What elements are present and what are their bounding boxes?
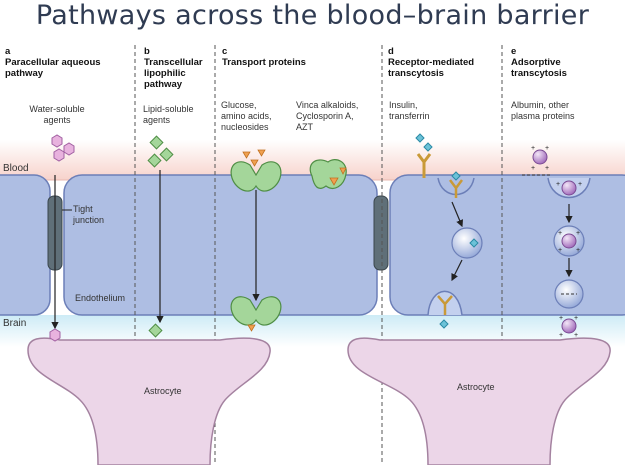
page-title: Pathways across the blood–brain barrier xyxy=(35,0,590,31)
svg-text:+: + xyxy=(531,145,535,152)
insulin-transferrin-molecules xyxy=(415,133,433,152)
svg-text:+: + xyxy=(556,181,560,188)
receptor-bottom xyxy=(437,295,453,315)
cationic-protein-brain: + + + + xyxy=(559,315,578,339)
astrocyte-right-label: Astrocyte xyxy=(457,382,495,392)
panel-b-title-2: lipophilic xyxy=(144,68,186,79)
blood-label: Blood xyxy=(3,163,29,174)
astrocyte-left xyxy=(27,337,271,465)
ligand-released xyxy=(439,319,449,329)
panel-d-agent-1: Insulin, xyxy=(389,100,418,110)
panel-d-letter: d xyxy=(388,46,394,57)
efflux-transporter xyxy=(309,159,347,189)
panel-a-title-2: pathway xyxy=(5,68,44,79)
lipid-soluble-molecule-brain xyxy=(148,323,163,338)
panel-d-title-2: transcytosis xyxy=(388,68,444,79)
astrocyte-left-label: Astrocyte xyxy=(144,386,182,396)
panel-d-agent-2: transferrin xyxy=(389,111,430,121)
panel-c-header: c Transport proteins xyxy=(222,46,306,68)
cationic-protein-blood: + + + + xyxy=(522,145,552,176)
astrocyte-right xyxy=(347,337,611,465)
svg-text:+: + xyxy=(574,315,578,322)
endothelial-cell-left xyxy=(0,174,51,316)
panel-c-letter: c xyxy=(222,46,228,57)
rmt-vesicle xyxy=(451,227,483,259)
panel-e-letter: e xyxy=(511,46,517,57)
water-soluble-molecule-brain xyxy=(49,328,61,342)
tight-junction-label-1: Tight xyxy=(73,204,93,214)
panel-a-agents: Water-soluble agents xyxy=(25,104,89,126)
receptor-pit xyxy=(449,179,463,198)
svg-text:+: + xyxy=(545,145,549,152)
svg-text:+: + xyxy=(558,230,562,237)
panel-c-agent2-1: Vinca alkaloids, xyxy=(296,100,359,110)
panel-b-agent-2: agents xyxy=(143,115,171,125)
tight-junction-right xyxy=(373,195,389,271)
lipid-soluble-molecules xyxy=(147,135,174,168)
panel-b-agents: Lipid-soluble agents xyxy=(143,104,194,126)
panel-a-title-1: Paracellular aqueous xyxy=(5,57,101,68)
panel-e-agent-1: Albumin, other xyxy=(511,100,570,110)
adsorptive-ball-pit: + + xyxy=(556,180,582,196)
panel-c-agent-3: nucleosides xyxy=(221,122,269,132)
tight-junction-label-2: junction xyxy=(73,215,105,225)
panel-e-title-2: transcytosis xyxy=(511,68,567,79)
transporter-bottom xyxy=(230,296,282,332)
endothelium-label: Endothelium xyxy=(75,293,126,303)
panel-c-agent2-3: AZT xyxy=(296,122,313,132)
rmt-arrow-2 xyxy=(451,259,463,282)
panel-a-letter: a xyxy=(5,46,11,57)
water-soluble-molecules xyxy=(51,134,75,162)
endothelial-cell-right xyxy=(389,174,625,316)
panel-e-agents: Albumin, other plasma proteins xyxy=(511,100,575,122)
svg-text:+: + xyxy=(576,247,580,254)
panel-b-title-1: Transcellular xyxy=(144,57,203,68)
panel-c-agents-2: Vinca alkaloids, Cyclosporin A, AZT xyxy=(296,100,358,133)
panel-d-agents: Insulin, transferrin xyxy=(389,100,430,122)
svg-text:+: + xyxy=(531,165,535,172)
panel-b-header: b Transcellular lipophilic pathway xyxy=(144,46,203,90)
brain-label: Brain xyxy=(3,318,27,329)
ligand-pit xyxy=(451,171,461,181)
ligand-vesicle xyxy=(469,238,479,248)
svg-text:+: + xyxy=(576,230,580,237)
rmt-arrow-1 xyxy=(451,201,464,228)
svg-text:+: + xyxy=(559,332,563,339)
panel-c-agent2-2: Cyclosporin A, xyxy=(296,111,354,121)
panel-d-title-1: Receptor-mediated xyxy=(388,57,475,68)
svg-text:+: + xyxy=(574,332,578,339)
panel-c-agent-1: Glucose, xyxy=(221,100,257,110)
svg-text:+: + xyxy=(545,165,549,172)
tight-junction-label: Tight junction xyxy=(73,204,104,226)
transporter-top xyxy=(230,149,282,192)
svg-text:+: + xyxy=(578,181,582,188)
panel-d-header: d Receptor-mediated transcytosis xyxy=(388,46,474,79)
panel-e-agent-2: plasma proteins xyxy=(511,111,575,121)
panel-c-agent-2: amino acids, xyxy=(221,111,272,121)
panel-a-agent-1: Water-soluble xyxy=(29,104,85,114)
adsorptive-ball-vesicle: + + + + xyxy=(558,230,580,254)
panel-c-agents: Glucose, amino acids, nucleosides xyxy=(221,100,272,133)
panel-e-title-1: Adsorptive xyxy=(511,57,561,68)
panel-b-letter: b xyxy=(144,46,150,57)
panel-b-title-3: pathway xyxy=(144,79,183,90)
svg-text:+: + xyxy=(558,247,562,254)
panel-c-title-1: Transport proteins xyxy=(222,57,306,68)
panel-b-agent-1: Lipid-soluble xyxy=(143,104,194,114)
panel-e-header: e Adsorptive transcytosis xyxy=(511,46,567,79)
panel-a-header: a Paracellular aqueous pathway xyxy=(5,46,101,79)
svg-text:+: + xyxy=(559,315,563,322)
panel-a-agent-2: agents xyxy=(43,115,71,125)
receptor-top xyxy=(416,153,432,178)
